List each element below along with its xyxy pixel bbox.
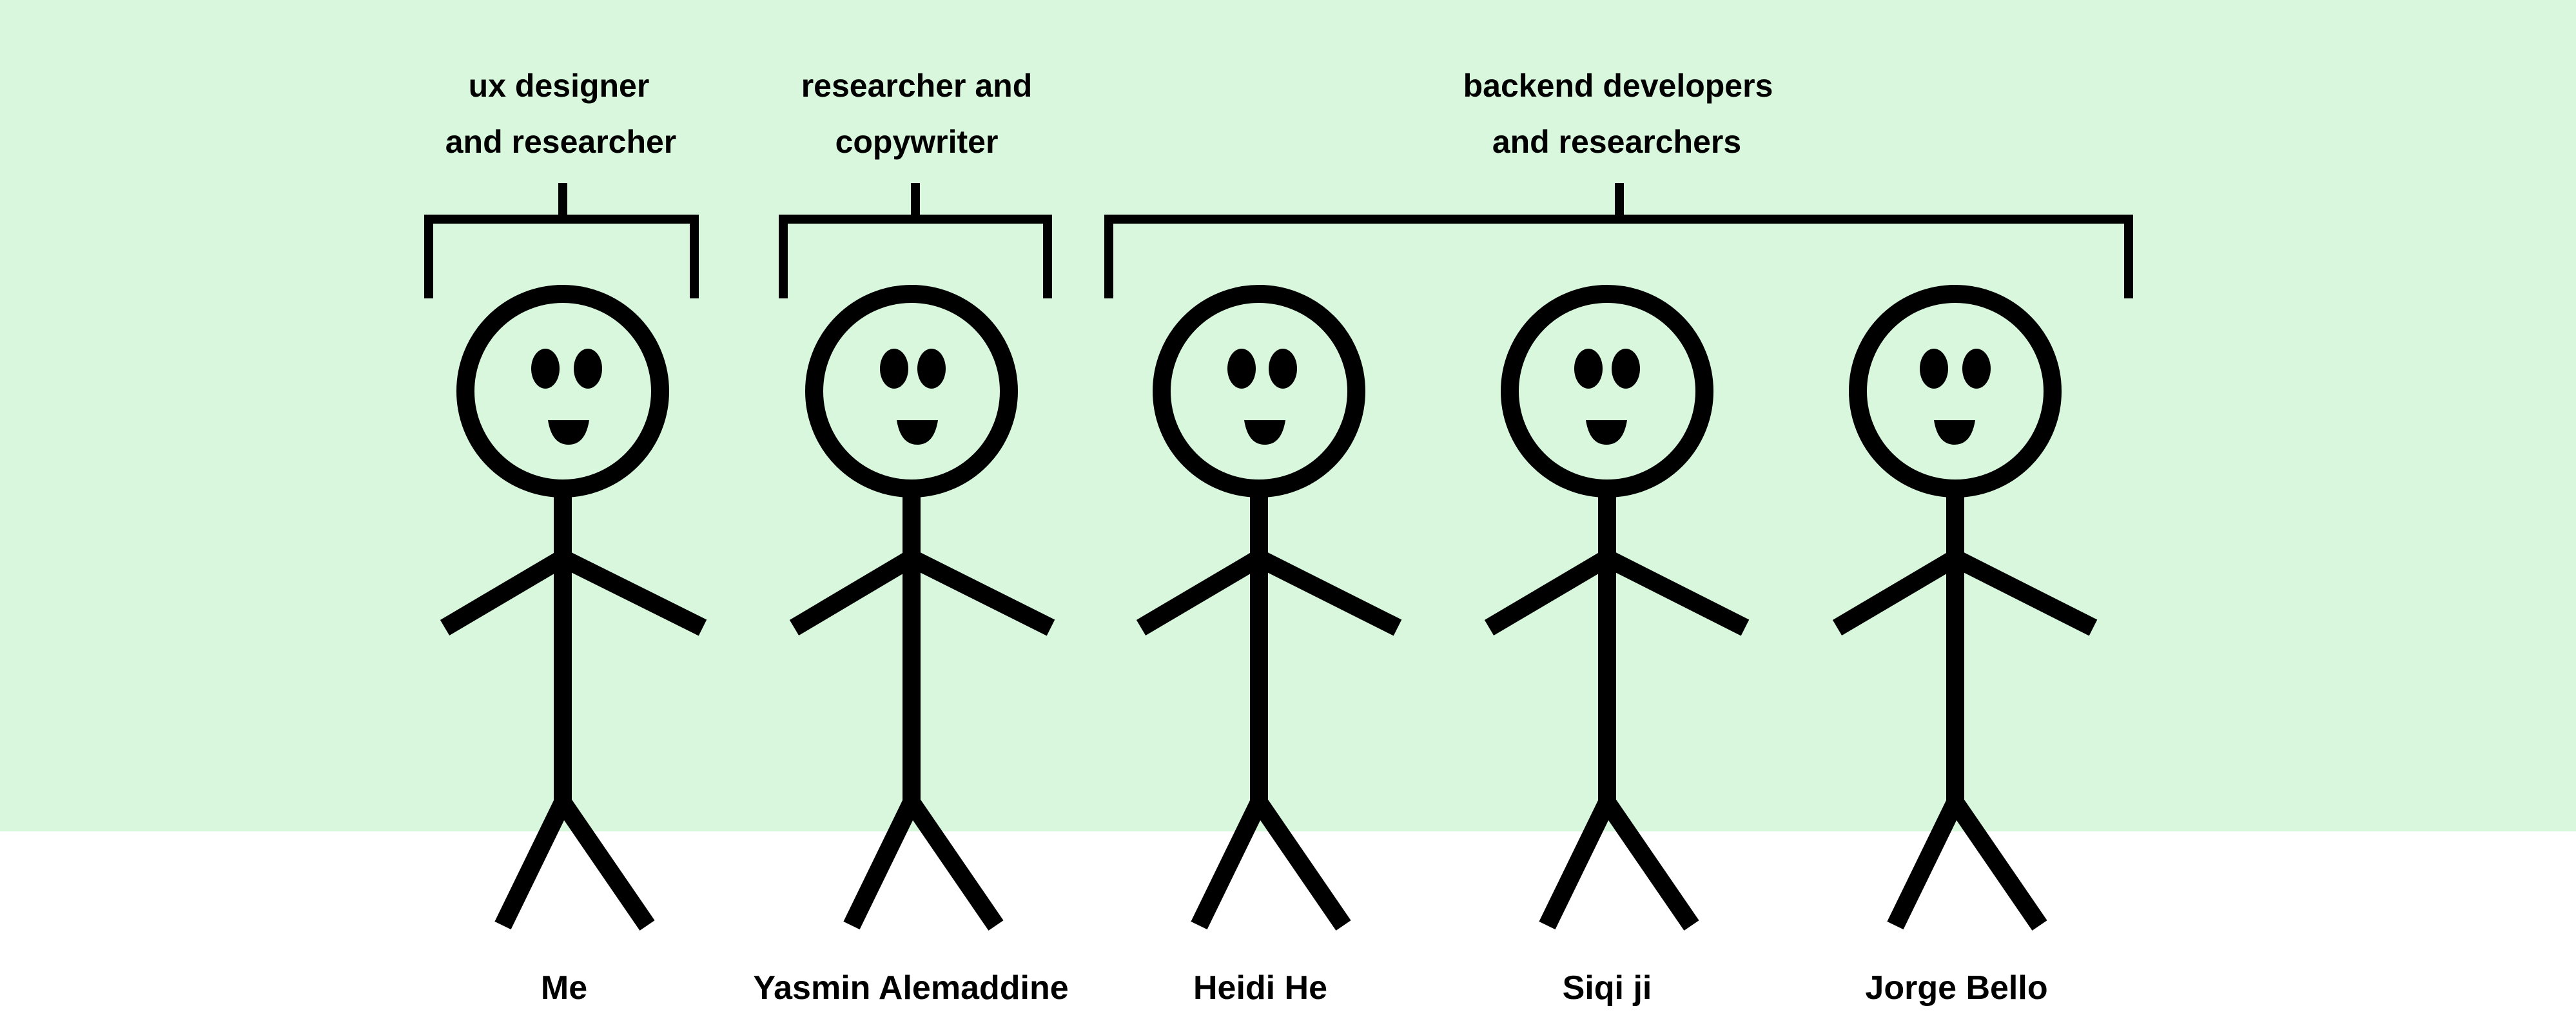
smile	[1586, 420, 1627, 445]
group-label-line-1: researcher and	[801, 68, 1033, 104]
group-label-line-1: ux designer	[469, 68, 650, 104]
group-researcher-copywriter: researcher and copywriter	[779, 68, 1052, 298]
green-background-band	[0, 0, 2576, 831]
person-name: Siqi ji	[1563, 969, 1652, 1007]
eye-right	[1612, 349, 1640, 389]
person-name: Me	[541, 969, 587, 1007]
stick-figure-icon	[1832, 285, 2098, 931]
eye-left	[1920, 349, 1948, 389]
person-yasmin-alemaddine: Yasmin Alemaddine	[753, 285, 1069, 1007]
group-label-line-2: and researchers	[1492, 124, 1741, 160]
eye-right	[1269, 349, 1297, 389]
eye-right	[1962, 349, 1991, 389]
eye-right	[574, 349, 602, 389]
group-bracket	[1104, 183, 2133, 298]
eye-left	[1574, 349, 1603, 389]
group-label-line-2: copywriter	[835, 124, 999, 160]
smile	[897, 420, 938, 445]
smile	[1934, 420, 1975, 445]
person-name: Heidi He	[1193, 969, 1327, 1007]
person-jorge-bello: Jorge Bello	[1832, 285, 2098, 1007]
person-heidi-he: Heidi He	[1136, 285, 1402, 1007]
smile	[1244, 420, 1285, 445]
eye-left	[531, 349, 560, 389]
person-name: Jorge Bello	[1865, 969, 2047, 1007]
stick-figure-icon	[440, 285, 707, 931]
stick-figure-icon	[1484, 285, 1750, 931]
person-siqi-ji: Siqi ji	[1484, 285, 1750, 1007]
group-bracket	[424, 183, 699, 298]
eye-left	[1227, 349, 1256, 389]
group-bracket	[779, 183, 1052, 298]
group-label-line-2: and researcher	[445, 124, 677, 160]
eye-left	[880, 349, 908, 389]
stick-figure-icon	[1136, 285, 1402, 931]
smile	[548, 420, 589, 445]
group-label-line-1: backend developers	[1463, 68, 1773, 104]
stick-figure-icon	[789, 285, 1055, 931]
group-ux-designer: ux designer and researcher	[424, 68, 699, 298]
group-backend-developers: backend developers and researchers	[1104, 68, 2133, 298]
person-name: Yasmin Alemaddine	[753, 969, 1068, 1007]
person-me: Me	[440, 285, 707, 1007]
eye-right	[917, 349, 946, 389]
